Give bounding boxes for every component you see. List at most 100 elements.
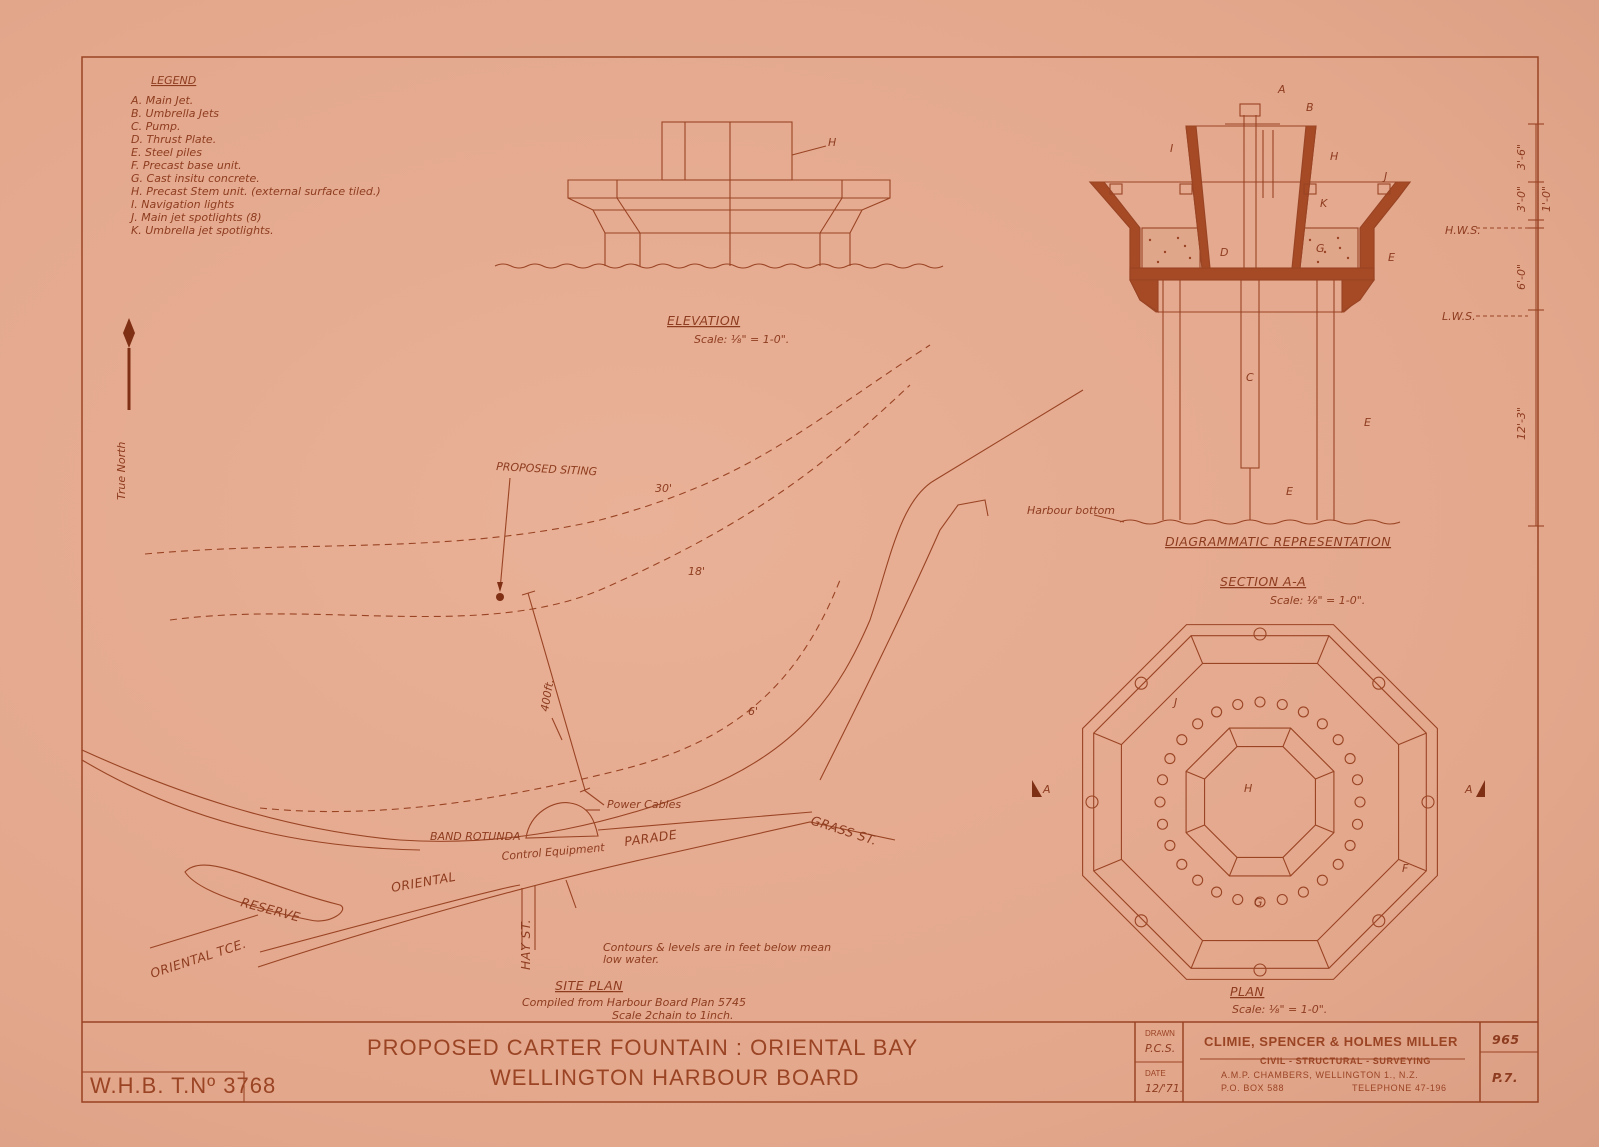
section-letter: E (1364, 416, 1371, 429)
jet-circle (1316, 874, 1328, 886)
jet-circle (1232, 893, 1244, 906)
section-letter: D (1220, 246, 1228, 259)
band-rotunda-label: BAND ROTUNDA (430, 830, 521, 843)
jet-circle (1164, 753, 1176, 765)
dim-label: 1'-0" (1540, 186, 1553, 212)
legend-item: H. Precast Stem unit. (external surface … (131, 185, 381, 198)
jet-circle (1211, 886, 1223, 898)
section-view: A B I H J K D G E C E E H.W.S. L.W.S. 3'… (1027, 83, 1553, 607)
jet-circle (1332, 734, 1344, 746)
plan-scale: Scale: ⅛" = 1-0". (1232, 1003, 1327, 1016)
dim-label: 3'-6" (1515, 144, 1528, 170)
plan-title: PLAN (1230, 984, 1265, 999)
jet-circle (1211, 706, 1223, 718)
plan-letter: J (1172, 696, 1177, 709)
title-block: PROPOSED CARTER FOUNTAIN : ORIENTAL BAY … (81, 1022, 1538, 1103)
drawn-label: DRAWN (1145, 1029, 1175, 1038)
section-letter: I (1170, 142, 1173, 155)
jet-circle (1164, 839, 1176, 851)
plan-octagon (1093, 635, 1427, 969)
plan-spokes (1093, 635, 1427, 969)
jet-circle (1351, 818, 1364, 830)
sheet-number: 965 (1492, 1032, 1520, 1047)
jet-circle (1332, 858, 1344, 870)
oriental-label: ORIENTAL (390, 869, 457, 895)
firm-name: CLIMIE, SPENCER & HOLMES MILLER (1204, 1034, 1458, 1049)
section-title: SECTION A-A (1220, 574, 1306, 589)
legend-item: G. Cast insitu concrete. (131, 172, 260, 185)
section-mark-right: A (1464, 780, 1485, 797)
jet-circle (1254, 896, 1266, 908)
siting-arrowhead-icon (497, 582, 503, 592)
north-label: True North (115, 442, 128, 500)
firm-sub: CIVIL - STRUCTURAL - SURVEYING (1260, 1056, 1431, 1066)
jet-circle (1351, 774, 1364, 786)
svg-text:A: A (1042, 783, 1051, 796)
legend-item: B. Umbrella Jets (131, 107, 219, 120)
legend-title: LEGEND (151, 74, 196, 87)
reserve-label: RESERVE (239, 894, 302, 924)
pile-circle (1421, 795, 1435, 809)
jet-circle (1192, 718, 1204, 730)
lws-label: L.W.S. (1442, 310, 1476, 323)
proposed-siting-marker (496, 593, 504, 601)
plan-pile-circles (1085, 627, 1435, 977)
site-plan-title: SITE PLAN (555, 978, 623, 993)
elevation-view (494, 121, 944, 269)
legend-item: A. Main Jet. (130, 94, 193, 107)
plan-letter: F (1402, 862, 1409, 875)
drawn-value: P.C.S. (1145, 1042, 1175, 1055)
plan-octagon (1204, 746, 1316, 858)
date-label: DATE (1145, 1069, 1166, 1078)
legend-item: D. Thrust Plate. (131, 133, 216, 146)
firm-telephone: TELEPHONE 47-196 (1352, 1083, 1447, 1093)
sheet-border (81, 56, 1539, 1103)
jet-circle (1232, 698, 1244, 711)
jet-circle (1354, 796, 1366, 808)
pile-circle (1085, 795, 1099, 809)
jet-circle (1316, 718, 1328, 730)
whb-number: W.H.B. T.Nº 3768 (90, 1073, 276, 1098)
section-letter: G (1316, 242, 1325, 255)
section-note: DIAGRAMMATIC REPRESENTATION (1165, 534, 1391, 549)
legend-item: C. Pump. (131, 120, 180, 133)
jet-circle (1192, 874, 1204, 886)
jet-circle (1154, 796, 1166, 808)
power-cables-label: Power Cables (607, 798, 681, 811)
jet-circle (1276, 698, 1288, 711)
oriental-tce-label: ORIENTAL TCE. (148, 936, 248, 981)
dim-label: 3'-0" (1515, 186, 1528, 212)
section-letter: K (1320, 197, 1328, 210)
site-plan-subtitle: Compiled from Harbour Board Plan 5745 (522, 996, 746, 1009)
pile-circle (1253, 963, 1267, 977)
distance-label: 400ft. (538, 678, 556, 712)
plan-octagon (1185, 727, 1335, 877)
firm-address: A.M.P. CHAMBERS, WELLINGTON 1., N.Z. (1221, 1070, 1418, 1080)
hay-st-label: HAY ST. (518, 919, 533, 970)
firm-pobox: P.O. BOX 588 (1221, 1083, 1284, 1093)
pile-circle (1253, 627, 1267, 641)
jet-circle (1344, 753, 1356, 765)
plan-view: J H G F A A PLAN Scale: ⅛" = 1-0". (1032, 624, 1485, 1016)
control-equipment-label: Control Equipment (501, 841, 606, 863)
section-letter: H (1330, 150, 1338, 163)
dim-label: 6'-0" (1515, 264, 1528, 290)
section-letter: B (1306, 101, 1314, 114)
pile-circle (1372, 914, 1386, 928)
drawing-title: PROPOSED CARTER FOUNTAIN : ORIENTAL BAY (367, 1035, 918, 1060)
plan-letter: H (1244, 782, 1252, 795)
jet-circle (1276, 893, 1288, 906)
pile-circle (1134, 676, 1148, 690)
jet-circle (1297, 706, 1309, 718)
plan-octagon (1082, 624, 1438, 980)
section-mark-left: A (1032, 780, 1051, 797)
legend-item: I. Navigation lights (131, 198, 234, 211)
legend-item: F. Precast base unit. (131, 159, 242, 172)
elevation-label-h: H (828, 136, 836, 149)
elevation-title: ELEVATION (667, 313, 740, 328)
jet-circle (1156, 774, 1169, 786)
grass-st-label: GRASS ST. (809, 813, 879, 849)
section-letter: A (1277, 83, 1286, 96)
section-scale: Scale: ⅛" = 1-0". (1270, 594, 1365, 607)
